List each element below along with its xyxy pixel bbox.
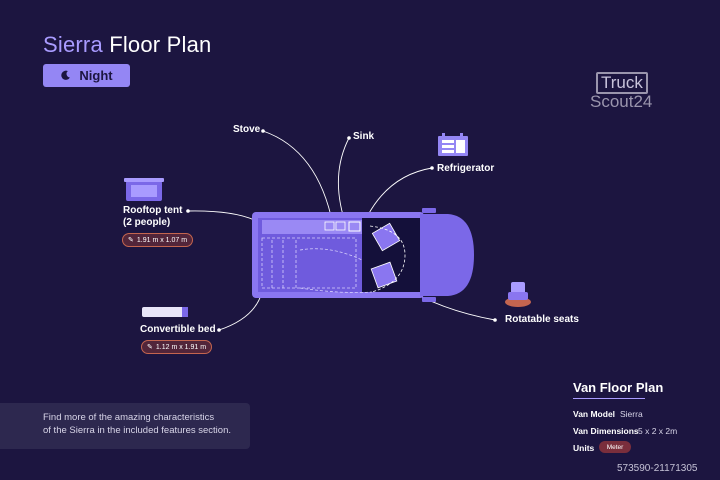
rooftop-tent-dimensions-badge: ✎ 1.91 m x 1.07 m — [122, 233, 194, 247]
rotatable-seats-label: Rotatable seats — [505, 314, 579, 325]
page-title: Sierra Floor Plan — [43, 32, 211, 58]
stove-connector — [262, 130, 334, 226]
title-accent: Sierra — [43, 32, 103, 57]
rooftop-tent-capacity: (2 people) — [123, 217, 171, 228]
rooftop-tent-dimensions: 1.91 m x 1.07 m — [136, 236, 188, 244]
ruler-icon: ✎ — [147, 344, 153, 351]
panel-divider — [573, 398, 645, 399]
rooftop-tent-label: Rooftop tent — [123, 205, 183, 216]
title-rest: Floor Plan — [109, 32, 212, 57]
refrigerator-icon — [438, 133, 468, 156]
info-text: Find more of the amazing characteristics… — [43, 412, 232, 436]
convertible-bed-label: Convertible bed — [140, 324, 216, 335]
night-mode-label: Night — [79, 68, 113, 83]
van-top-view — [252, 208, 474, 302]
van-model-value: Sierra — [620, 409, 643, 419]
rooftop-tent-connector — [187, 210, 263, 225]
sink-connector — [337, 137, 350, 223]
units-toggle[interactable]: Meter — [599, 441, 631, 453]
watermark: 573590-21171305 — [617, 463, 698, 474]
units-label: Units — [573, 443, 595, 453]
moon-icon — [61, 70, 71, 80]
van-dimensions-label: Van Dimensions — [573, 426, 639, 436]
convertible-bed-dimensions: 1.12 m x 1.91 m — [155, 343, 207, 351]
info-box — [0, 403, 250, 449]
van-model-label: Van Model — [573, 409, 616, 419]
convertible-bed-dimensions-badge: ✎ 1.12 m x 1.91 m — [141, 340, 213, 354]
rotatable-seat-icon — [505, 282, 531, 307]
truckscout24-logo: Truck Scout24 — [590, 72, 670, 116]
stove-label: Stove — [233, 124, 261, 135]
convertible-bed-icon — [142, 307, 188, 317]
refrigerator-label: Refrigerator — [437, 163, 495, 174]
ruler-icon: ✎ — [128, 237, 134, 244]
van-dimensions-value: 5 x 2 x 2m — [638, 426, 678, 436]
logo-line1: Truck — [596, 72, 648, 94]
night-mode-button[interactable]: Night — [43, 64, 130, 87]
logo-line2: Scout24 — [590, 92, 653, 111]
refrigerator-connector — [367, 167, 433, 216]
rooftop-tent-icon — [124, 178, 164, 201]
panel-title: Van Floor Plan — [573, 380, 664, 395]
sink-label: Sink — [353, 131, 375, 142]
